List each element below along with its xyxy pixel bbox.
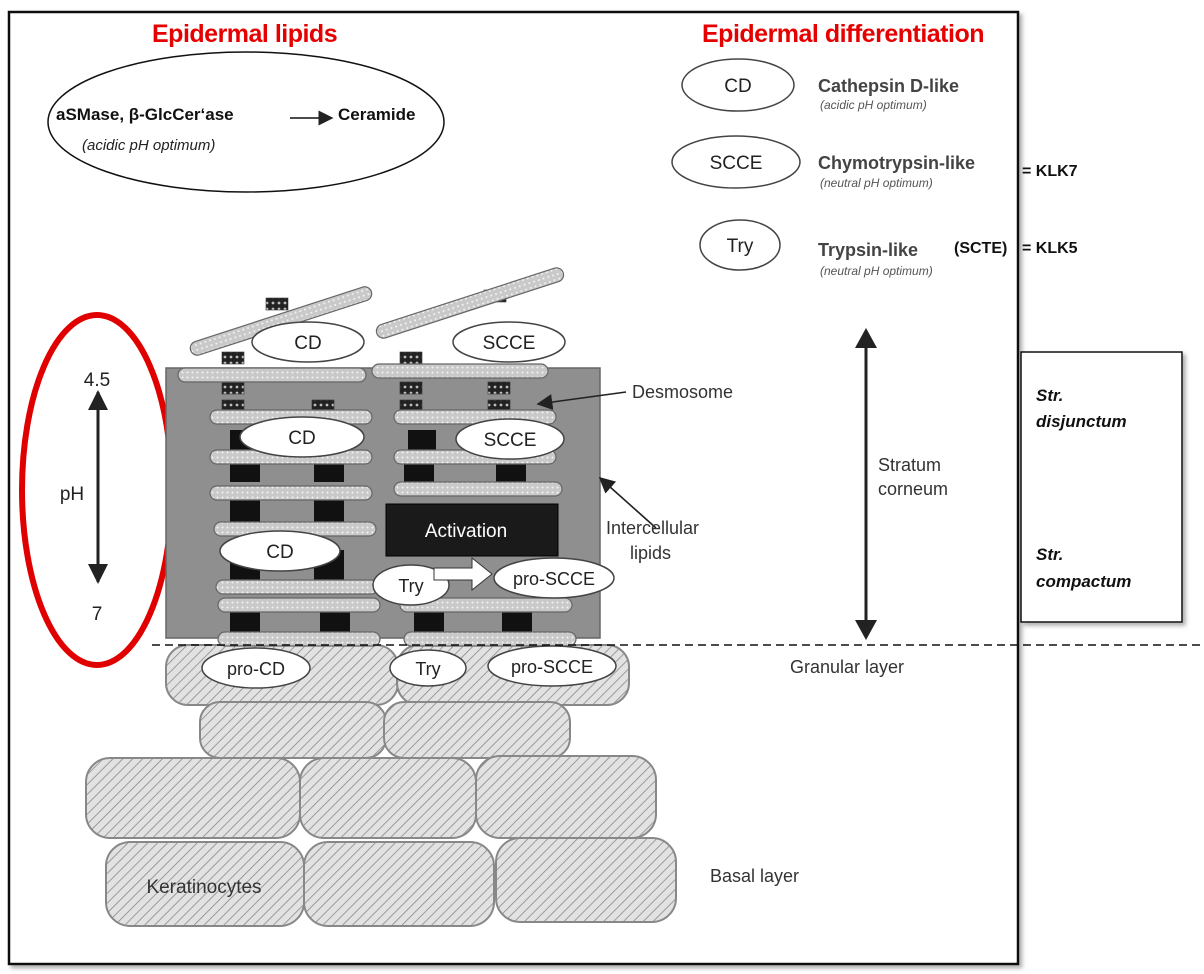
disjunctum-label-2: disjunctum: [1036, 412, 1127, 431]
compactum-label-1: Str.: [1036, 545, 1064, 564]
ph-label: pH: [60, 484, 84, 505]
legend-try-label: Try: [727, 236, 754, 257]
legend-scce-label: SCCE: [710, 153, 763, 174]
legend-try-symbol: [699, 219, 781, 271]
desmosome-label: Desmosome: [632, 382, 734, 402]
legend-scce-klk7: = KLK7: [1022, 163, 1078, 180]
pro-scce-ellipse-sc: [493, 557, 615, 599]
lipid-ph-note: (acidic pH optimum): [82, 137, 216, 154]
legend-try-name: Trypsin-like: [818, 240, 919, 260]
legend-cd-note: (acidic pH optimum): [820, 98, 927, 112]
label-try-sc: Try: [398, 576, 423, 596]
strata-box: [1020, 351, 1183, 623]
heading-epidermal-lipids: Epidermal lipids: [152, 20, 338, 48]
scce-ellipse-2: [455, 418, 565, 460]
label-scce-1: SCCE: [483, 333, 536, 354]
cd-ellipse-2: [239, 416, 365, 458]
granular-layer-label: Granular layer: [790, 657, 905, 677]
cd-ellipse-1: [251, 321, 365, 363]
label-pro-cd: pro-CD: [227, 659, 285, 679]
try-ellipse-sc: [372, 564, 450, 606]
label-cd-1: CD: [294, 333, 321, 354]
pro-cd-ellipse: [201, 647, 311, 689]
ph-top-value: 4.5: [84, 370, 110, 391]
legend-scce-name: Chymotrypsin-like: [818, 153, 976, 173]
keratinocyte-cells: [85, 644, 677, 927]
lipid-product: Ceramide: [338, 105, 416, 124]
legend-cd-symbol: [681, 58, 795, 112]
pro-scce-ellipse-gran: [487, 645, 617, 687]
activation-box: [385, 503, 559, 557]
lipid-enzyme-ellipse: [47, 51, 445, 193]
legend-try-note: (neutral pH optimum): [820, 264, 933, 278]
label-activation: Activation: [425, 521, 507, 542]
legend-try-klk5: = KLK5: [1022, 240, 1078, 257]
stratum-label-1: Stratum: [878, 455, 942, 475]
legend-scce-symbol: [671, 135, 801, 189]
disjunctum-label-1: Str.: [1036, 386, 1064, 405]
intercellular-label-1: Intercellular: [606, 518, 700, 538]
label-pro-scce-sc: pro-SCCE: [513, 569, 595, 589]
label-scce-2: SCCE: [484, 430, 537, 451]
ph-bottom-value: 7: [92, 604, 103, 625]
label-try-gran: Try: [415, 659, 440, 679]
label-cd-2: CD: [288, 428, 315, 449]
try-ellipse-gran: [389, 649, 467, 687]
basal-layer-label: Basal layer: [710, 866, 800, 886]
intercellular-label-2: lipids: [630, 543, 672, 563]
scce-ellipse-1: [452, 321, 566, 363]
stratum-label-2: corneum: [878, 479, 949, 499]
heading-epidermal-differentiation: Epidermal differentiation: [702, 20, 984, 48]
label-cd-3: CD: [266, 542, 293, 563]
legend-try-scte: (SCTE): [954, 240, 1008, 257]
activation-arrow: [433, 556, 493, 592]
compactum-label-2: compactum: [1036, 572, 1132, 591]
label-keratinocytes: Keratinocytes: [146, 877, 261, 898]
cd-ellipse-3: [219, 530, 341, 572]
legend-scce-note: (neutral pH optimum): [820, 176, 933, 190]
corneocyte-lamellae: [177, 267, 577, 647]
legend-cd-name: Cathepsin D-like: [818, 76, 960, 96]
legend-cd-label: CD: [724, 76, 751, 97]
lipid-enzymes: aSMase, β-GlcCer‘ase: [56, 105, 234, 124]
label-pro-scce-gran: pro-SCCE: [511, 657, 593, 677]
